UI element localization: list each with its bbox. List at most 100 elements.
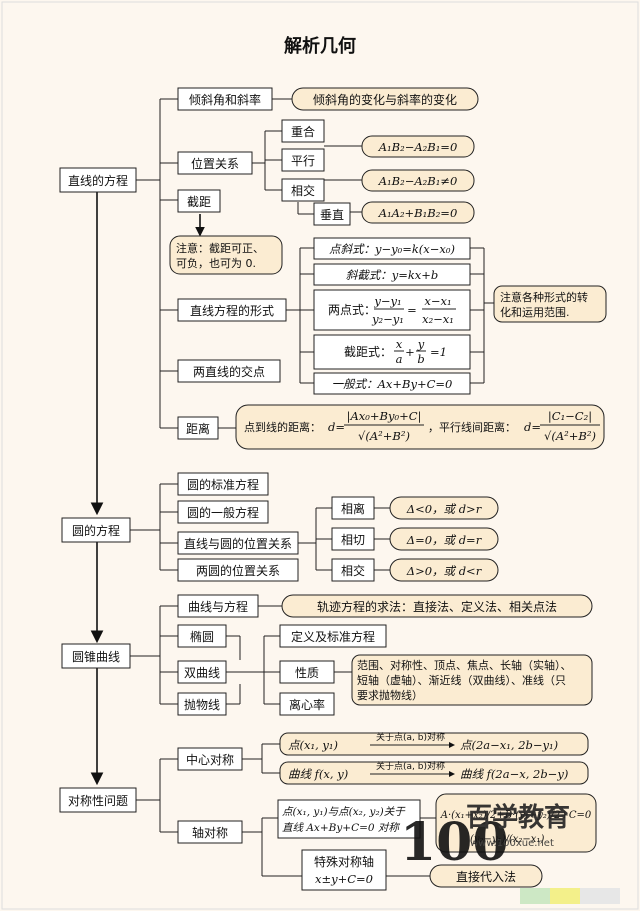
incline-note: 倾斜角的变化与斜率的变化 (291, 87, 479, 111)
circle-circle-node[interactable]: 两圆的位置关系 (177, 558, 299, 582)
intersection-node[interactable]: 两直线的交点 (177, 359, 281, 383)
forms-label: 直线方程的形式 (190, 303, 274, 318)
form-intercept-label: 截距式： (344, 345, 392, 359)
node-line-equation[interactable]: 直线的方程 (59, 167, 137, 193)
watermark-logo: 100 (400, 812, 509, 873)
definition-label: 定义及标准方程 (291, 629, 375, 644)
curve-eq-note: 轨迹方程的求法：直接法、定义法、相关点法 (281, 594, 593, 618)
circle-circle-label: 两圆的位置关系 (196, 563, 280, 578)
intercept-note-line2: 可负，也可为 0. (176, 256, 256, 270)
perpendicular-node[interactable]: 垂直 (313, 202, 351, 226)
node-symmetry-label: 对称性问题 (68, 794, 128, 808)
overlap-label: 重合 (291, 124, 315, 139)
cond-separate-text: Δ<0，或 d>r (406, 502, 483, 516)
axial-left-line1: 点(x₁, y₁)与点(x₂, y₂)关于 (282, 806, 406, 818)
parabola-node[interactable]: 抛物线 (177, 692, 227, 716)
distance-node[interactable]: 距离 (177, 416, 219, 440)
form-intercept-x-den: a (396, 352, 403, 366)
form-general: 一般式：Ax+By+C=0 (313, 372, 471, 395)
special-line2: x±y+C=0 (315, 872, 373, 886)
two-point-right-den: x₂−x₁ (422, 312, 454, 326)
cond-intersect-pill: Δ>0，或 d<r (389, 558, 499, 582)
dist-parallel-d: d= (524, 420, 541, 434)
circle-standard-node[interactable]: 圆的标准方程 (177, 472, 269, 496)
line-circle-node[interactable]: 直线与圆的位置关系 (177, 531, 299, 555)
form-point-slope: 点斜式：y−y₀=k(x−x₀) (313, 237, 471, 260)
intercept-label: 截距 (187, 195, 211, 209)
dist-point-den: √(A²+B²) (358, 429, 410, 443)
position-node[interactable]: 位置关系 (177, 151, 253, 175)
incline-note-text: 倾斜角的变化与斜率的变化 (313, 92, 457, 107)
incline-label: 倾斜角和斜率 (189, 92, 261, 107)
intercept-note-line1: 注意：截距可正、 (176, 241, 264, 255)
cond-separate-pill: Δ<0，或 d>r (389, 496, 499, 520)
circle-standard-label: 圆的标准方程 (187, 477, 259, 492)
special-note-text: 直接代入法 (456, 869, 516, 884)
form-intercept: 截距式： x a + y b =1 (313, 334, 471, 370)
overlap-node[interactable]: 重合 (281, 119, 325, 143)
dist-parallel-num: |C₁−C₂| (548, 409, 592, 424)
axial-node[interactable]: 轴对称 (177, 820, 243, 844)
two-point-right-num: x−x₁ (424, 294, 451, 308)
tangent-label: 相切 (341, 533, 365, 547)
intersection-label: 两直线的交点 (193, 364, 265, 379)
curve-eq-note-text: 轨迹方程的求法：直接法、定义法、相关点法 (317, 599, 557, 614)
properties-note-line2: 短轴（虚轴）、渐近线（双曲线）、准线（只 (357, 673, 566, 687)
tangent-node[interactable]: 相切 (331, 527, 375, 551)
parallel-node[interactable]: 平行 (281, 148, 325, 172)
node-symmetry[interactable]: 对称性问题 (59, 787, 137, 813)
properties-label: 性质 (295, 666, 319, 680)
circle-intersect-label: 相交 (341, 563, 365, 578)
central-point-left: 点(x₁, y₁) (288, 738, 338, 752)
symmetry-section-connectors (136, 743, 436, 877)
incline-node[interactable]: 倾斜角和斜率 (177, 87, 273, 111)
cond-tangent-pill: Δ=0，或 d=r (389, 527, 499, 551)
properties-note-line1: 范围、对称性、顶点、焦点、长轴（实轴）、 (357, 658, 572, 672)
node-conic[interactable]: 圆锥曲线 (61, 643, 131, 669)
central-curve-left: 曲线 f(x, y) (288, 767, 348, 781)
properties-note-line3: 要求抛物线） (357, 688, 423, 702)
forms-note-line1: 注意各种形式的转 (500, 290, 588, 304)
node-conic-label: 圆锥曲线 (72, 650, 120, 664)
definition-node[interactable]: 定义及标准方程 (279, 624, 387, 648)
forms-node[interactable]: 直线方程的形式 (177, 298, 287, 322)
circle-general-node[interactable]: 圆的一般方程 (177, 500, 269, 524)
intercept-node[interactable]: 截距 (177, 189, 221, 213)
two-point-left-den: y₂−y₁ (371, 312, 404, 326)
intersect-label: 相交 (291, 183, 315, 198)
central-node[interactable]: 中心对称 (177, 747, 243, 771)
central-point-over: 关于点(a, b)对称 (376, 731, 445, 743)
form-slope-intercept-text: 斜截式：y=kx+b (346, 268, 439, 282)
ellipse-node[interactable]: 椭圆 (177, 624, 227, 648)
node-circle-equation[interactable]: 圆的方程 (61, 517, 131, 543)
eccentricity-node[interactable]: 离心率 (279, 692, 335, 716)
form-intercept-rhs: =1 (430, 345, 447, 359)
circle-intersect-node[interactable]: 相交 (331, 558, 375, 582)
properties-node[interactable]: 性质 (279, 660, 335, 684)
forms-note-line2: 化和运用范围. (500, 305, 570, 319)
distance-note: 点到线的距离： d= |Ax₀+By₀+C| √(A²+B²) ，平行线间距离：… (235, 404, 605, 450)
two-point-left-num: y−y₁ (373, 294, 401, 308)
conic-section-connectors (130, 605, 352, 705)
line-circle-label: 直线与圆的位置关系 (184, 536, 292, 551)
intersect-node[interactable]: 相交 (281, 178, 325, 202)
axial-right-line1: A·(x₁+x₂)/2+B·(y₁+y₂)/2+C=0 (440, 810, 592, 821)
axial-left-line2: 直线 Ax+By+C=0 对称 (282, 822, 400, 834)
separate-node[interactable]: 相离 (331, 496, 375, 520)
special-note-pill: 直接代入法 (429, 864, 543, 888)
special-axis-box: 特殊对称轴 x±y+C=0 (301, 849, 387, 891)
form-slope-intercept: 斜截式：y=kx+b (313, 263, 471, 286)
curve-eq-node[interactable]: 曲线与方程 (177, 594, 259, 618)
axial-condition-box: 点(x₁, y₁)与点(x₂, y₂)关于 直线 Ax+By+C=0 对称 (277, 799, 421, 839)
form-two-point-label: 两点式： (328, 303, 376, 317)
form-intercept-y-num: y (417, 337, 425, 351)
central-label: 中心对称 (186, 752, 234, 767)
cond-overlap-pill: A₁B₂−A₂B₁=0 (361, 135, 475, 158)
parallel-label: 平行 (291, 154, 315, 168)
node-circle-equation-label: 圆的方程 (72, 523, 120, 538)
corner-decoration (520, 888, 620, 904)
watermark: 100 百学教育 www.100xue.net (400, 802, 570, 873)
form-point-slope-text: 点斜式：y−y₀=k(x−x₀) (329, 242, 455, 256)
hyperbola-node[interactable]: 双曲线 (177, 660, 227, 684)
